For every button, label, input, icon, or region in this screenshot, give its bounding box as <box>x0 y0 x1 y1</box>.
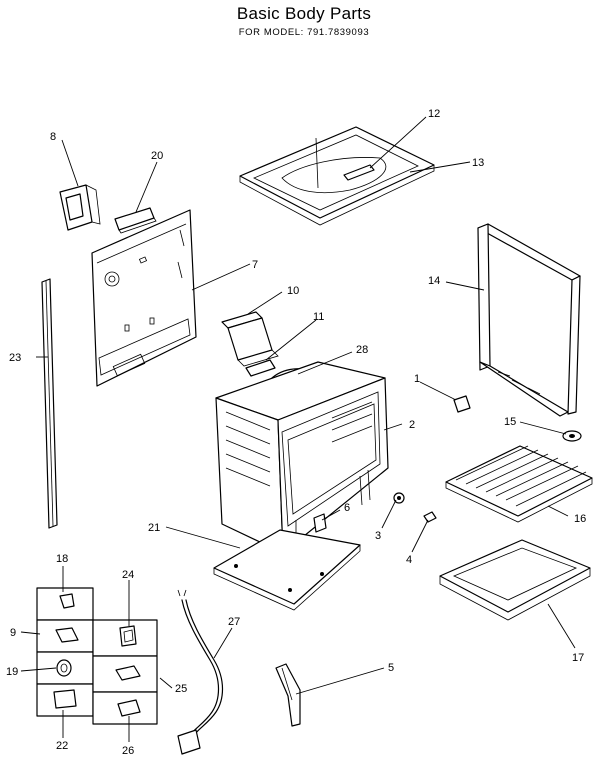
part-12-burner-cover <box>343 164 375 181</box>
callout-4: 4 <box>406 554 412 566</box>
callout-11: 11 <box>313 311 324 323</box>
callout-labels: 8 20 7 12 13 10 11 28 14 1 2 15 16 17 23… <box>6 108 586 757</box>
callout-8: 8 <box>50 131 56 143</box>
callout-6: 6 <box>344 502 350 514</box>
part-17-broiler-pan <box>439 539 591 621</box>
part-1-clip <box>453 395 471 413</box>
part-21-base-pan <box>213 529 361 611</box>
part-16-oven-rack <box>445 445 593 523</box>
part-9-bracket <box>55 627 79 643</box>
callout-19: 19 <box>6 666 18 678</box>
callout-22: 22 <box>56 740 68 752</box>
part-10-vent-duct <box>221 311 279 367</box>
callout-3: 3 <box>375 530 381 542</box>
callout-18: 18 <box>56 553 68 565</box>
part-2-oven-body <box>215 361 389 554</box>
callout-5: 5 <box>388 662 394 674</box>
part-25-bracket <box>115 665 141 681</box>
diagram-title: Basic Body Parts <box>236 4 372 23</box>
callout-13: 13 <box>472 157 484 169</box>
callout-27: 27 <box>228 616 240 628</box>
leader-lines <box>20 116 576 742</box>
callout-14: 14 <box>428 275 440 287</box>
part-18-clip <box>59 593 75 609</box>
part-14-door-frame <box>477 223 581 417</box>
callout-12: 12 <box>428 108 440 120</box>
callout-15: 15 <box>504 416 516 428</box>
model-label: FOR MODEL: 791.7839093 <box>238 27 370 38</box>
callout-23: 23 <box>9 352 21 364</box>
callout-10: 10 <box>287 285 299 297</box>
part-26-bracket <box>117 699 141 717</box>
part-27-power-cord <box>177 589 224 755</box>
callout-26: 26 <box>122 745 134 757</box>
part-22-plate <box>53 689 77 709</box>
callout-28: 28 <box>356 344 368 356</box>
part-20-block <box>114 207 157 234</box>
callout-24: 24 <box>122 569 134 581</box>
callout-2: 2 <box>409 419 415 431</box>
callout-17: 17 <box>572 652 584 664</box>
part-24-clip <box>119 625 137 647</box>
part-19-ring <box>56 659 72 677</box>
part-4-plug <box>423 511 437 523</box>
callout-9: 9 <box>10 627 16 639</box>
part-15-knob <box>562 430 582 442</box>
part-3-grommet <box>393 492 405 504</box>
part-11-bracket <box>245 359 276 377</box>
part-7-back-panel <box>91 209 197 387</box>
part-13-cooktop <box>239 126 435 226</box>
callout-16: 16 <box>574 513 586 525</box>
callout-25: 25 <box>175 683 187 695</box>
callout-20: 20 <box>151 150 163 162</box>
callout-1: 1 <box>414 373 420 385</box>
part-8-bracket <box>59 184 101 231</box>
callout-7: 7 <box>252 259 258 271</box>
part-23-trim-strip <box>41 278 58 529</box>
callout-21: 21 <box>148 522 160 534</box>
part-5-clip <box>275 663 301 727</box>
small-parts-panel <box>36 587 158 725</box>
part-6-bracket <box>313 513 327 533</box>
